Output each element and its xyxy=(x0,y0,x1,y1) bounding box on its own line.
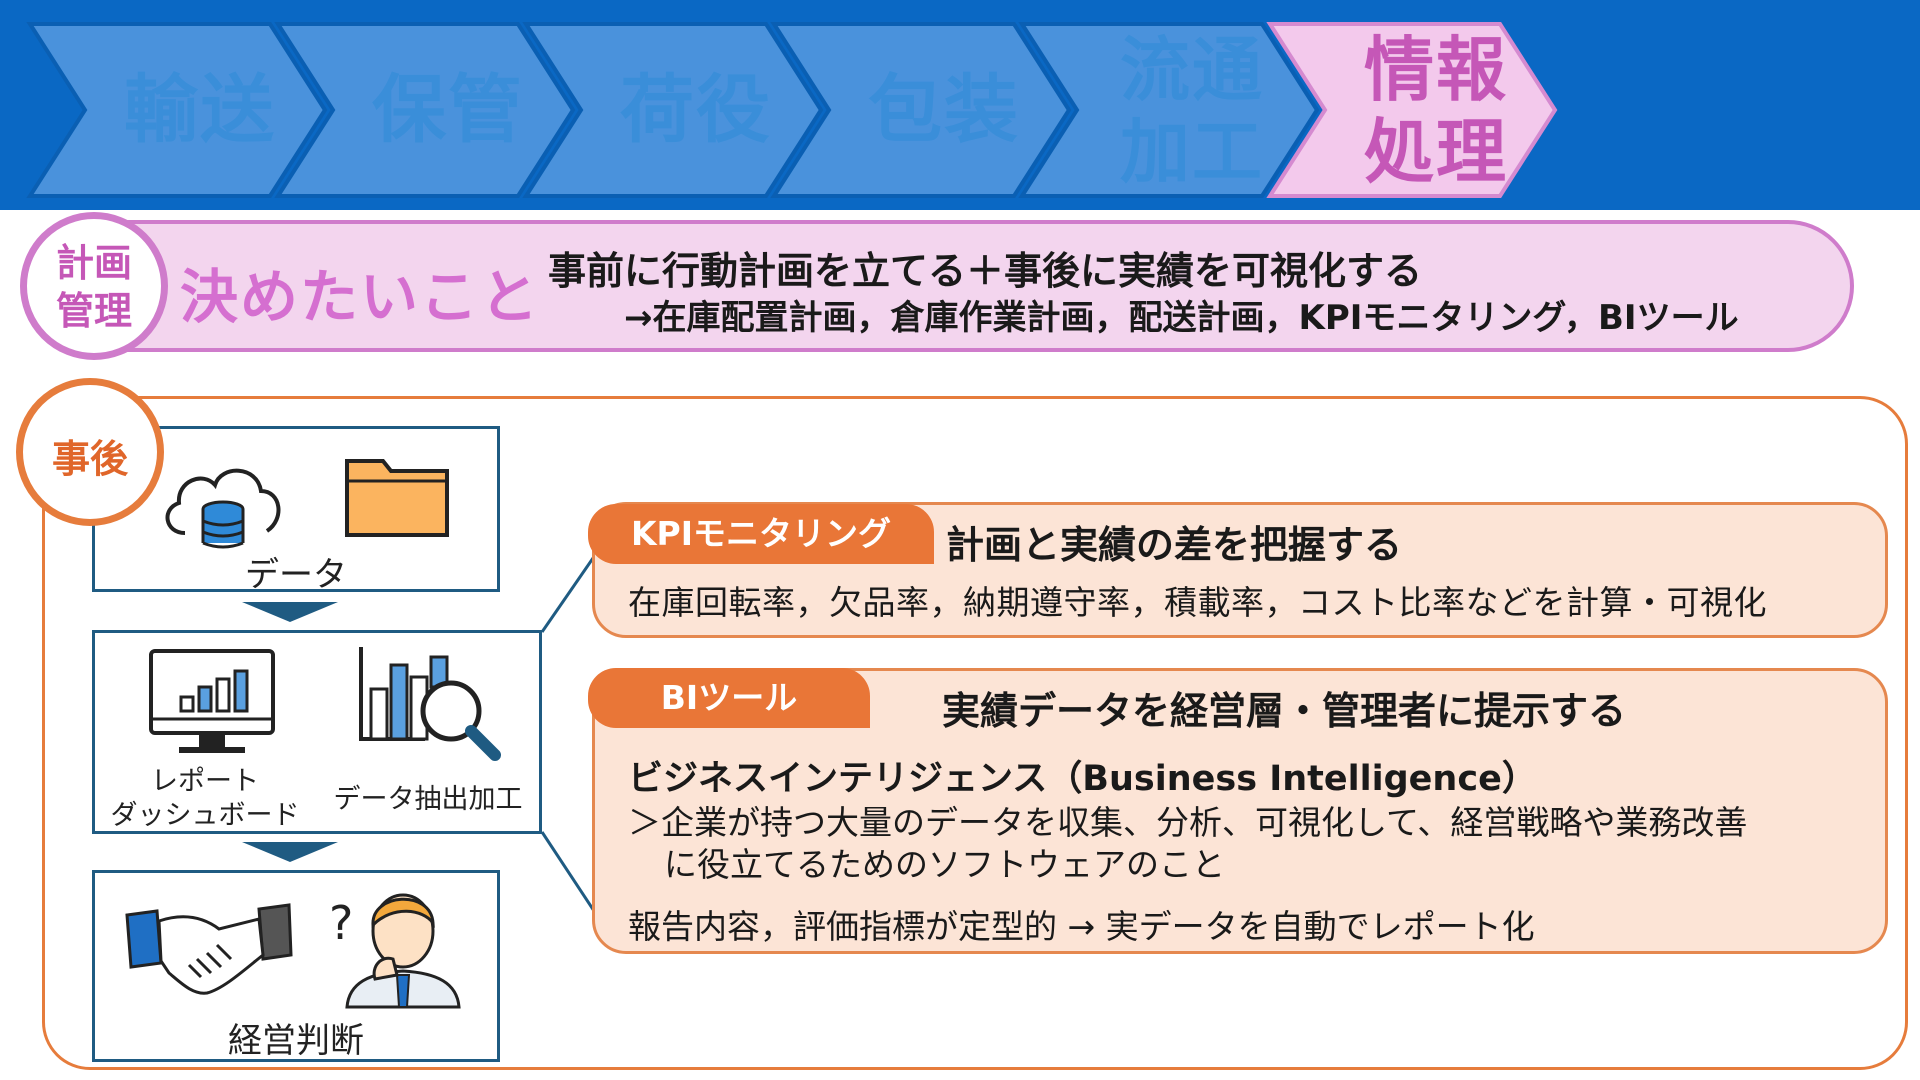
report-label-line-2: ダッシュボード xyxy=(110,800,300,831)
bi-tab: BIツール xyxy=(588,668,870,728)
step-label-2: 保管 xyxy=(372,67,524,153)
step-label-5-line2: 加工 xyxy=(1120,111,1264,193)
data-label: データ xyxy=(245,555,347,595)
plan-management-badge: 計画 管理 xyxy=(20,212,168,360)
chevron-step-5 xyxy=(1018,22,1320,198)
post-badge: 事後 xyxy=(16,378,164,526)
extract-label: データ抽出加工 xyxy=(333,784,523,815)
cloud-database-icon xyxy=(165,468,281,549)
flow-arrow-down-2 xyxy=(242,842,338,862)
report-label-line-1: レポート xyxy=(151,766,259,797)
decide-banner xyxy=(24,220,1854,352)
chevron-step-2 xyxy=(274,22,576,198)
connector-upper xyxy=(540,547,602,633)
step-label-3: 荷役 xyxy=(620,67,772,153)
banner-line-2: →在庫配置計画，倉庫作業計画，配送計画，KPIモニタリング，BIツール xyxy=(624,298,1739,338)
banner-title: 決めたいこと xyxy=(180,263,541,331)
decision-box: ? 経営判断 xyxy=(92,870,500,1062)
kpi-heading: 計画と実績の差を把握する xyxy=(946,523,1403,567)
kpi-tab: KPIモニタリング xyxy=(588,504,934,564)
bi-heading: 実績データを経営層・管理者に提示する xyxy=(942,689,1627,733)
bi-subtitle: ビジネスインテリジェンス（Business Intelligence） xyxy=(628,759,1537,799)
step-label-6-line1: 情報 xyxy=(1364,29,1508,111)
bi-note: 報告内容，評価指標が定型的 → 実データを自動でレポート化 xyxy=(628,907,1535,946)
chevron-step-6-active xyxy=(1266,22,1558,198)
bi-description-line-1: ＞企業が持つ大量のデータを収集、分析、可視化して、経営戦略や業務改善 xyxy=(628,803,1748,842)
folder-icon xyxy=(345,459,449,537)
decision-label: 経営判断 xyxy=(228,1021,364,1061)
step-label-5-line1: 流通 xyxy=(1120,29,1264,111)
badge-line-1: 計画 xyxy=(55,241,132,285)
step-label-6-line2: 処理 xyxy=(1364,111,1508,193)
badge-line-2: 管理 xyxy=(55,289,132,333)
banner-line-1: 事前に行動計画を立てる＋事後に実績を可視化する xyxy=(548,249,1423,293)
process-band: 輸送 保管 荷役 包装 流通 加工 情報 処理 xyxy=(0,0,1920,210)
step-label-4: 包装 xyxy=(868,67,1020,153)
chevron-step-1 xyxy=(26,22,328,198)
connector-lower xyxy=(540,831,602,921)
bi-description-line-2: に役立てるためのソフトウェアのこと xyxy=(664,845,1225,884)
thinking-person-icon: ? xyxy=(329,893,461,1009)
tools-box: レポート ダッシュボード データ抽出加工 xyxy=(92,630,542,834)
chart-magnifier-icon xyxy=(359,647,501,761)
kpi-body-text: 在庫回転率，欠品率，納期遵守率，積載率，コスト比率などを計算・可視化 xyxy=(628,583,1767,622)
handshake-icon xyxy=(125,903,293,995)
step-label-1: 輸送 xyxy=(124,67,276,153)
monitor-chart-icon xyxy=(149,649,275,753)
chevron-step-4 xyxy=(770,22,1072,198)
process-chevrons xyxy=(26,22,1558,198)
chevron-step-3 xyxy=(522,22,824,198)
flow-arrow-down-1 xyxy=(242,602,338,622)
svg-text:?: ? xyxy=(329,896,353,950)
